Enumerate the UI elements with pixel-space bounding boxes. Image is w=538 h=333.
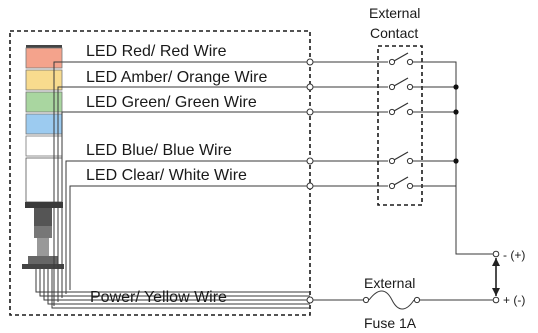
tower-segment-clear [25,135,63,157]
switch-clear [388,176,414,190]
switch-blue [388,151,414,165]
internal-wiring [35,61,310,309]
external-contact-label-1: External [369,5,420,21]
wire-label-blue: LED Blue/ Blue Wire [86,142,232,159]
fuse-label-2: Fuse 1A [364,315,417,331]
tower-segment-green [25,91,63,113]
switch-green [388,102,414,116]
tower-segment-amber [25,69,63,91]
tower-segment-red [25,47,63,69]
wire-label-power: Power/ Yellow Wire [90,289,227,306]
wire-label-green: LED Green/ Green Wire [86,94,257,111]
tower-segment-blue [25,113,63,135]
terminal-label-top: - (+) [503,248,525,262]
common-bus [413,61,495,255]
tower-enclosure [9,30,311,316]
supply-terminals [492,250,500,304]
wire-label-red: LED Red/ Red Wire [86,43,227,60]
fuse-symbol [368,290,415,310]
switch-red [388,52,414,66]
fuse-label-1: External [364,275,415,291]
switch-amber [388,77,414,91]
external-contact-box [377,45,423,206]
terminal-label-bottom: + (-) [503,293,525,307]
wire-label-clear: LED Clear/ White Wire [86,167,247,184]
wire-label-amber: LED Amber/ Orange Wire [86,69,268,86]
external-contact-label-2: Contact [370,25,418,41]
power-line [313,290,495,310]
external-switches [388,52,414,190]
output-lines [313,61,388,187]
